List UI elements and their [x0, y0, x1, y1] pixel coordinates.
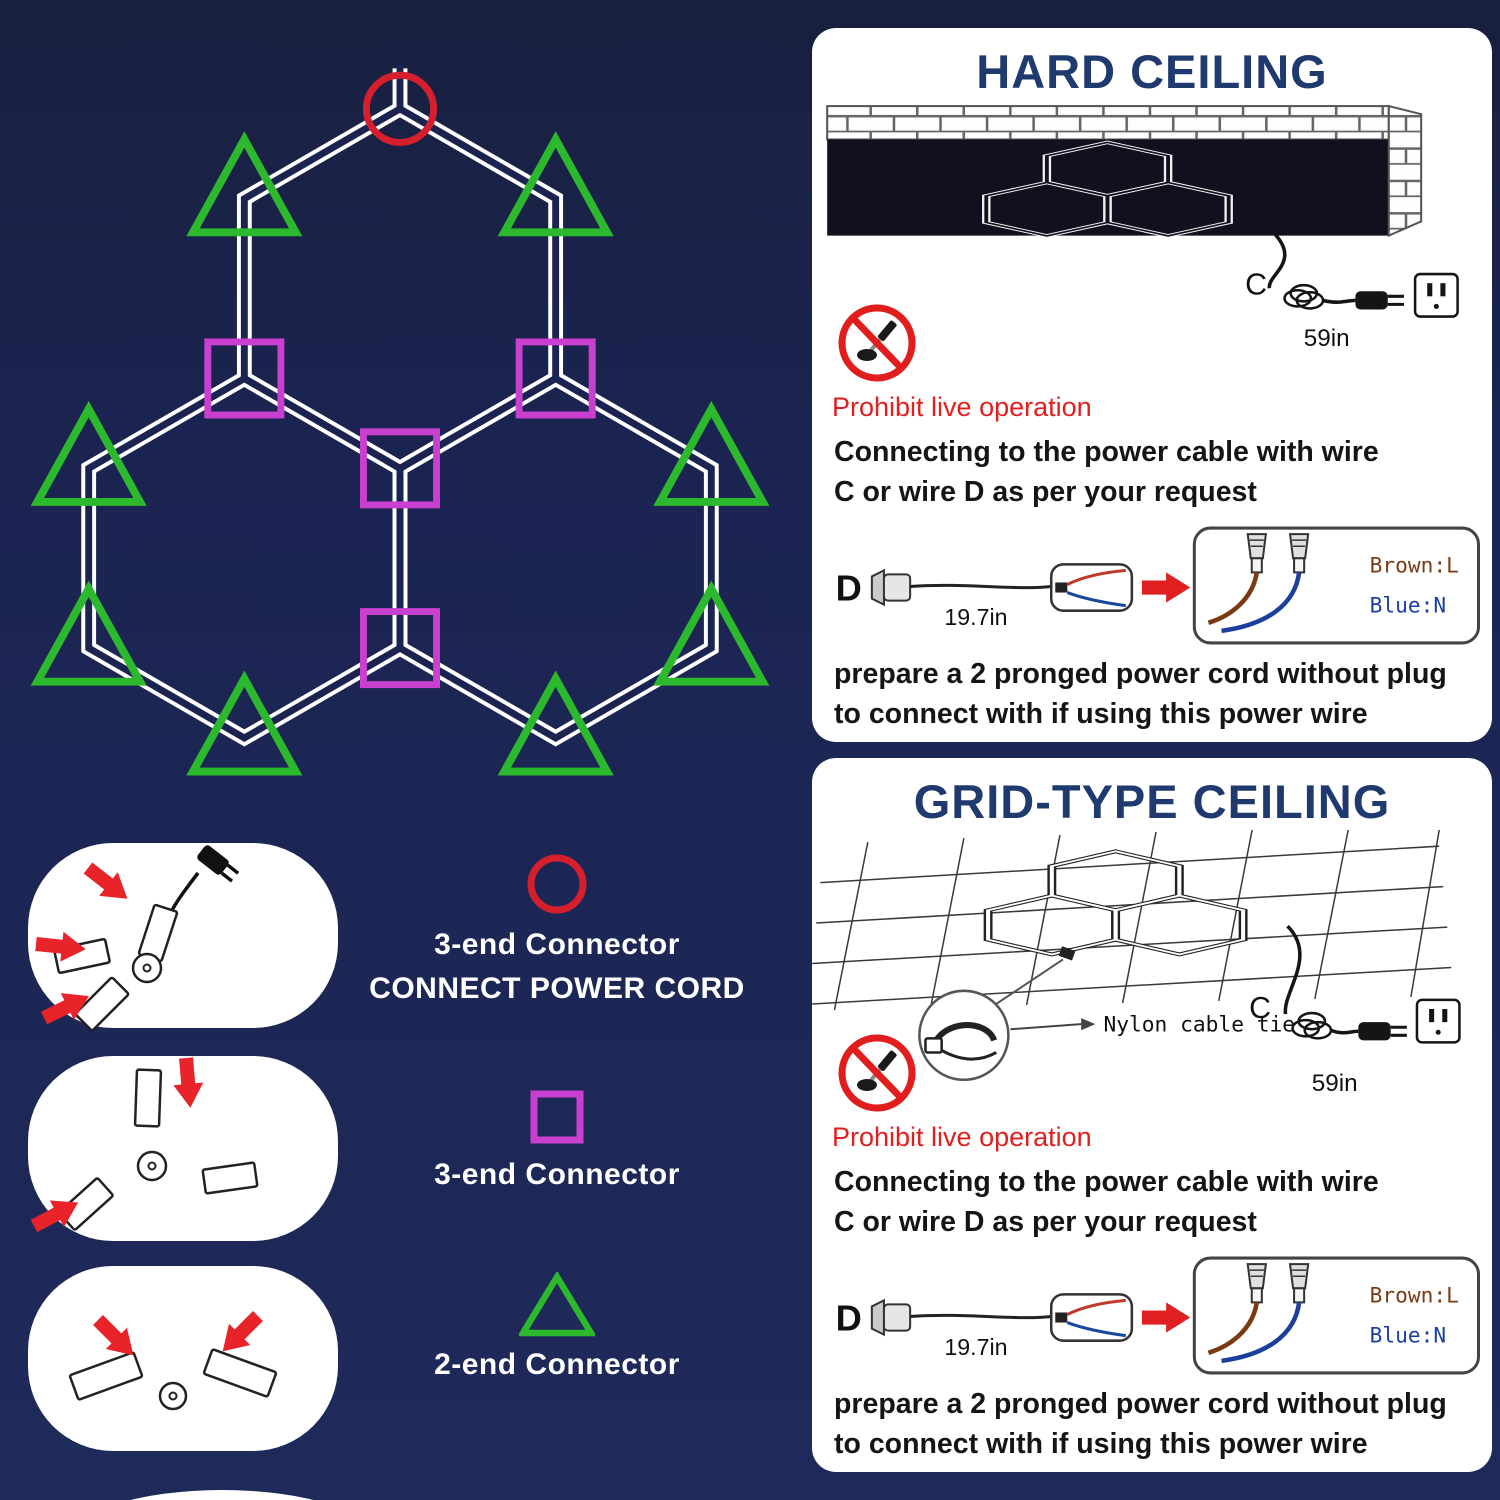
hard-ceiling-illustration: C 59in [826, 104, 1459, 352]
wire-d-cord [910, 583, 1052, 590]
prepare-instruction: prepare a 2 pronged power cord without p… [834, 1388, 1447, 1461]
terminal-box: Brown:L Blue:N [1192, 526, 1481, 645]
wire-d-plug-icon [870, 568, 912, 607]
card-hard-ceiling: HARD CEILING [812, 28, 1492, 742]
brown-wire-label: Brown:L [1370, 1282, 1459, 1307]
brick-wall-edge [1387, 104, 1423, 238]
legend-label: CONNECT POWER CORD [369, 972, 745, 1005]
wire-d-length: 19.7in [944, 1334, 1007, 1360]
wire-c-cord [1267, 230, 1287, 289]
arrow-icon [1141, 1302, 1191, 1333]
prohibit-text: Prohibit live operation [832, 1122, 1092, 1152]
card-title: GRID-TYPE CEILING [913, 775, 1391, 828]
blue-wire [1221, 1302, 1302, 1364]
arrow-icon [173, 1057, 204, 1108]
brick-ceiling [826, 105, 1390, 141]
legend-item-two-end: 2-end Connector [362, 1272, 752, 1382]
wire-d-plug-icon [870, 1298, 912, 1337]
closeup-three-end-connector [28, 1056, 338, 1241]
wire-d-diagram: D 19.7in B [836, 526, 1481, 645]
closeup-power-connector [28, 843, 338, 1032]
cable-tie-label: Nylon cable tie [1103, 1012, 1295, 1037]
outlet-icon [1413, 272, 1459, 318]
power-plug-icon [197, 845, 240, 883]
brown-wire [1207, 571, 1260, 625]
partial-blob [130, 1490, 314, 1500]
prohibit-icon [838, 1034, 916, 1112]
legend-label: 3-end Connector [434, 1158, 680, 1191]
three-end-connector-markers [204, 338, 596, 689]
blue-wire-label: Blue:N [1370, 593, 1446, 618]
cord-coil [1283, 283, 1325, 310]
hexagon-tube-inner [85, 64, 715, 742]
legend-item-power-connector: 3-end Connector CONNECT POWER CORD [362, 850, 752, 1006]
prepare-instruction: prepare a 2 pronged power cord without p… [834, 658, 1447, 731]
wire-nut-icon [1288, 1263, 1310, 1304]
prohibit-text: Prohibit live operation [832, 392, 1092, 422]
arrow-icon [222, 1311, 263, 1352]
wire-c-length: 59in [1312, 1070, 1358, 1097]
wire-d-diagram: D 19.7in B [836, 1256, 1481, 1375]
stripped-end-box [1049, 1293, 1134, 1342]
arrow-icon [30, 1200, 79, 1233]
terminal-box: Brown:L Blue:N [1192, 1256, 1481, 1375]
arrow-icon [35, 931, 86, 962]
brown-wire [1207, 1301, 1260, 1355]
wire-c-length: 59in [1304, 325, 1350, 352]
card-grid-type-ceiling: GRID-TYPE CEILING Nylon cable t [812, 758, 1492, 1472]
card-title: HARD CEILING [976, 45, 1328, 98]
prohibit-icon [838, 304, 916, 382]
triangle-icon [519, 1272, 595, 1337]
outlet-icon [1415, 998, 1461, 1044]
wire-nut-icon [1288, 533, 1310, 574]
wire-nut-icon [1246, 533, 1268, 574]
connector-closeups [28, 843, 338, 1500]
circle-icon [527, 854, 587, 914]
wire-d-cord [910, 1313, 1052, 1320]
wire-c-label: C [1245, 268, 1267, 301]
wire-d-length: 19.7in [944, 604, 1007, 630]
square-icon [530, 1090, 584, 1144]
arrow-icon [40, 993, 89, 1025]
blue-wire-label: Blue:N [1370, 1323, 1446, 1348]
wire-c-cord [1283, 924, 1302, 1015]
legend-item-three-end: 3-end Connector [362, 1086, 752, 1192]
stripped-end-box [1049, 563, 1134, 612]
ceiling-underside [827, 139, 1389, 236]
wire-c-label: C [1249, 992, 1271, 1025]
brown-wire-label: Brown:L [1370, 552, 1459, 577]
closeup-two-end-connector [28, 1266, 338, 1451]
grid-ceiling [812, 830, 1452, 1011]
hexagon-layout-diagram [30, 64, 770, 776]
plug-icon [1355, 291, 1404, 310]
legend-label: 3-end Connector [434, 928, 680, 961]
arrow-icon [83, 862, 128, 899]
wire-d-label: D [836, 1298, 862, 1339]
arrow-icon [1141, 572, 1191, 603]
arrow-icon [93, 1315, 134, 1356]
plug-icon [1358, 1022, 1407, 1041]
arrow-icon [1081, 1018, 1096, 1031]
blue-wire [1221, 572, 1302, 634]
cord-coil [1291, 1011, 1333, 1040]
grid-ceiling-illustration: Nylon cable tie C 59in [812, 830, 1461, 1097]
two-end-connector-markers [30, 131, 770, 776]
cable-tie-on-grid [1058, 946, 1076, 961]
power-connector-marker [362, 71, 438, 146]
legend-label: 2-end Connector [434, 1348, 680, 1381]
wire-d-label: D [836, 568, 862, 609]
cable-tie-callout [918, 989, 1010, 1082]
